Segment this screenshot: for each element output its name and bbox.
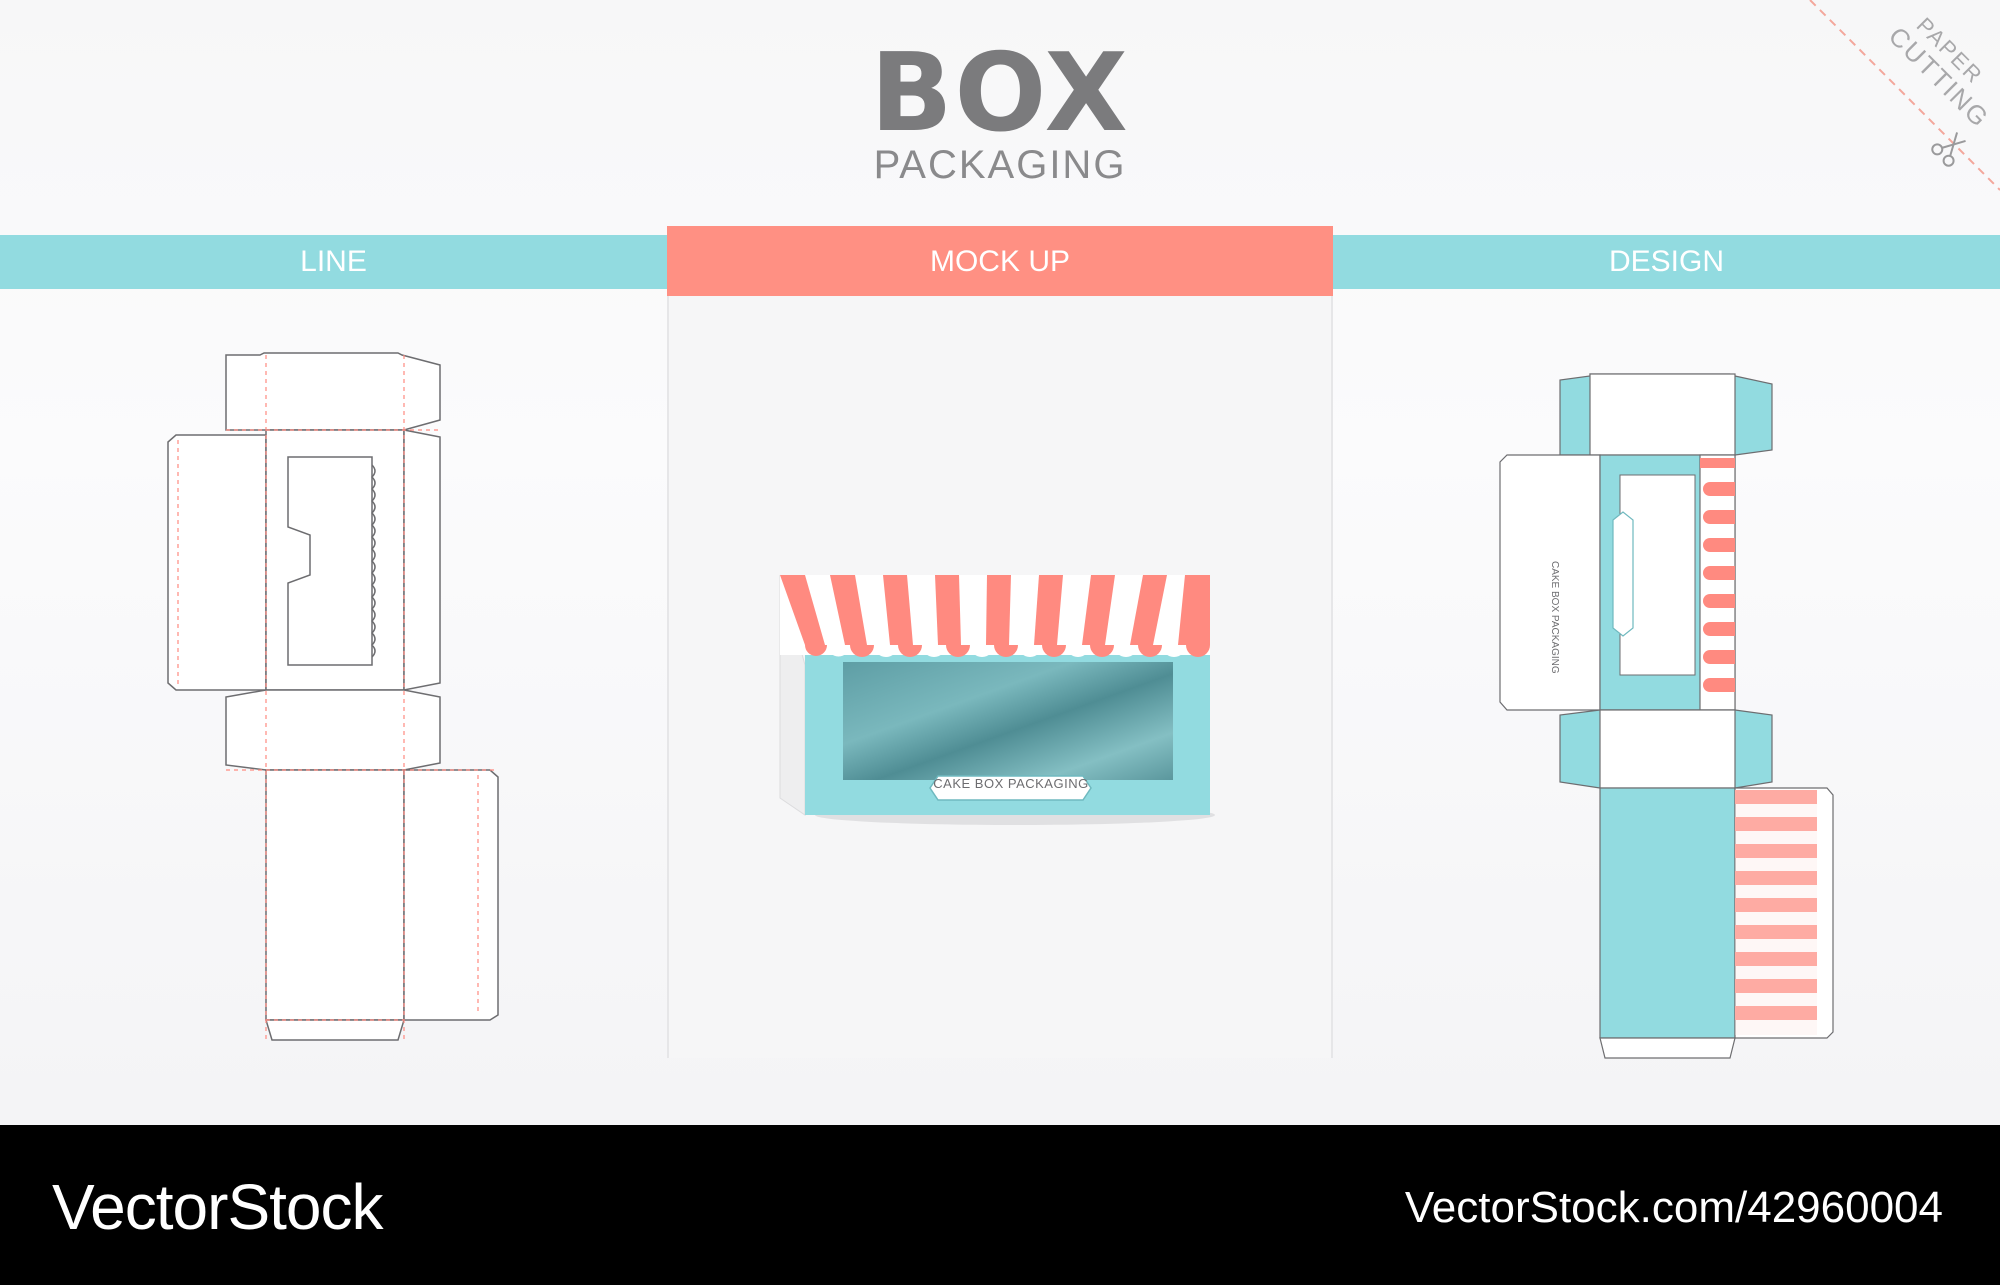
design-section-label: DESIGN — [1608, 245, 1725, 278]
design-label: CAKE BOX PACKAGING — [1549, 561, 1560, 674]
scissors-icon — [1931, 132, 1966, 167]
watermark-footer: VectorStock VectorStock.com/42960004 — [0, 1125, 2000, 1285]
line-dieline — [167, 352, 499, 1041]
page-subtitle: PACKAGING — [873, 143, 1127, 187]
vectorstock-url: VectorStock.com/42960004 — [1404, 1183, 1943, 1232]
mockup-label: CAKE BOX PACKAGING — [933, 776, 1089, 791]
mockup-box — [779, 574, 1215, 825]
design-dieline — [1499, 373, 1834, 1059]
design-section-band: DESIGN — [1333, 235, 2000, 289]
mockup-section-band: MOCK UP — [667, 226, 1333, 296]
line-section-band: LINE — [0, 235, 667, 289]
diagonal-cut-line — [1809, 0, 2000, 191]
vectorstock-logo: VectorStock — [52, 1171, 383, 1243]
paper-cutting-stamp: PAPER CUTTING — [1780, 0, 2000, 220]
striped-awning — [780, 575, 1210, 657]
line-section-label: LINE — [300, 245, 367, 278]
page-title: BOX — [870, 31, 1130, 156]
artwork-canvas: PAPER CUTTING BOX PACKAGING LINE MOCK UP… — [0, 0, 2000, 1125]
mockup-section-label: MOCK UP — [929, 245, 1070, 278]
window-cutout — [287, 456, 373, 666]
